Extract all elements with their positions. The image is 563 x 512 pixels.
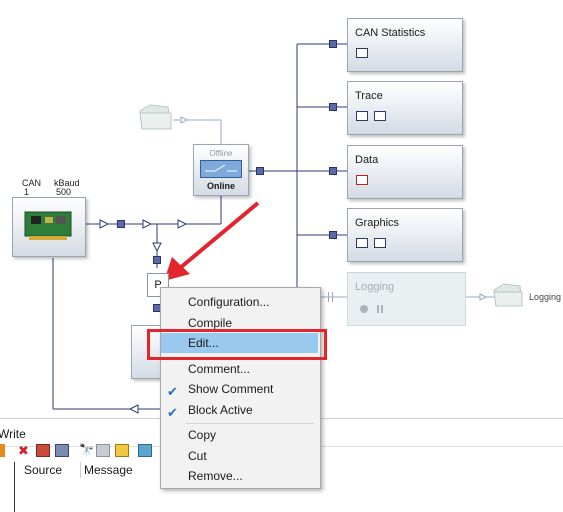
folder-icon[interactable] bbox=[138, 103, 173, 131]
port bbox=[329, 167, 337, 175]
port bbox=[153, 256, 161, 264]
block-title: Trace bbox=[355, 90, 383, 102]
graphics-window-icon bbox=[356, 238, 368, 248]
online-label: Online bbox=[206, 181, 235, 191]
column-header-source[interactable]: Source bbox=[24, 463, 63, 477]
record-icon[interactable] bbox=[360, 305, 368, 313]
column-separator bbox=[14, 462, 15, 512]
find-icon[interactable]: 🔭 bbox=[79, 443, 94, 457]
pause-port bbox=[328, 292, 333, 302]
context-menu: Configuration... Compile Edit... Comment… bbox=[160, 287, 321, 489]
menu-item-configuration[interactable]: Configuration... bbox=[188, 295, 270, 309]
menu-item-copy[interactable]: Copy bbox=[188, 428, 217, 442]
checkmark-icon: ✔ bbox=[167, 405, 178, 420]
kbaud-value: 500 bbox=[56, 187, 72, 197]
port bbox=[117, 220, 125, 228]
folder-icon[interactable] bbox=[492, 282, 524, 308]
menu-item-show-comment[interactable]: ✔Show Comment bbox=[161, 379, 318, 399]
port bbox=[329, 103, 337, 111]
data-block[interactable]: Data bbox=[347, 145, 463, 199]
delete-icon[interactable]: ✖ bbox=[18, 443, 29, 458]
copy-icon[interactable] bbox=[96, 444, 110, 457]
menu-item-compile[interactable]: Compile bbox=[188, 316, 233, 330]
table-icon bbox=[374, 111, 386, 121]
export-icon[interactable] bbox=[115, 444, 129, 457]
column-separator bbox=[80, 462, 81, 478]
red-arrow-icon bbox=[164, 201, 260, 281]
switch-icon bbox=[200, 160, 242, 178]
block-title: CAN Statistics bbox=[355, 27, 426, 39]
menu-item-cut[interactable]: Cut bbox=[188, 449, 207, 463]
annotation-highlight-box bbox=[147, 329, 327, 360]
graphics-block[interactable]: Graphics bbox=[347, 208, 463, 262]
can-interface-block[interactable] bbox=[12, 197, 86, 257]
menu-item-edit[interactable]: Edit... bbox=[161, 333, 318, 353]
network-card-icon bbox=[23, 208, 75, 244]
save-icon[interactable] bbox=[55, 444, 69, 457]
clear-icon[interactable] bbox=[36, 444, 50, 457]
menu-item-remove[interactable]: Remove... bbox=[188, 469, 243, 483]
column-header-message[interactable]: Message bbox=[84, 463, 133, 477]
block-title: Data bbox=[355, 154, 379, 166]
logging-output-label: Logging bbox=[529, 292, 562, 302]
table-icon bbox=[374, 238, 386, 248]
trace-window-icon bbox=[356, 111, 368, 121]
offline-label: Offline bbox=[209, 149, 233, 158]
menu-item-comment[interactable]: Comment... bbox=[188, 362, 251, 376]
settings-icon[interactable] bbox=[138, 444, 152, 457]
can-label: CAN bbox=[22, 178, 42, 188]
offline-online-switch[interactable]: Offline Online bbox=[193, 144, 249, 196]
block-title: Graphics bbox=[355, 217, 400, 229]
toolbar-icon[interactable] bbox=[0, 444, 5, 457]
trace-block[interactable]: Trace bbox=[347, 81, 463, 135]
block-title: Logging bbox=[355, 281, 395, 293]
can-statistics-block[interactable]: CAN Statistics bbox=[347, 18, 463, 72]
port bbox=[256, 167, 264, 175]
checkmark-icon: ✔ bbox=[167, 384, 178, 399]
menu-separator bbox=[186, 423, 314, 424]
port bbox=[329, 231, 337, 239]
write-window-title: Write bbox=[0, 427, 26, 441]
table-icon bbox=[356, 48, 368, 58]
menu-item-block-active[interactable]: ✔Block Active bbox=[161, 400, 318, 420]
port bbox=[329, 40, 337, 48]
pause-icon[interactable] bbox=[377, 305, 379, 313]
data-window-icon bbox=[356, 175, 368, 185]
logging-block[interactable]: Logging bbox=[347, 272, 466, 326]
can-channel-value: 1 bbox=[24, 187, 30, 197]
kbaud-label: kBaud bbox=[54, 178, 80, 188]
